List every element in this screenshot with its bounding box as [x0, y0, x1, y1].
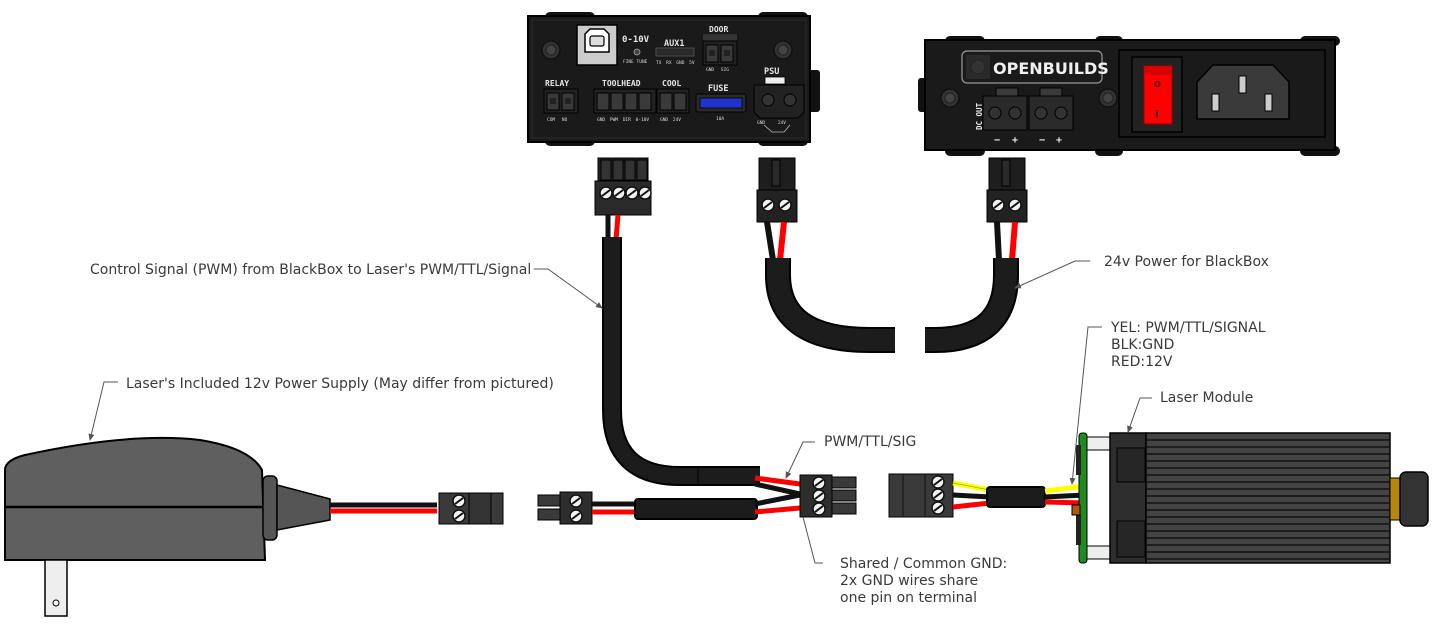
- label-relay-pins: COM NO: [547, 117, 568, 123]
- label-cool-pins: GND 24V: [660, 117, 681, 123]
- polarity-minus-2: −: [1039, 135, 1045, 146]
- label-psu: PSU: [764, 67, 779, 77]
- heatsink-fins: [1147, 439, 1389, 560]
- label-fuse-rating: 10A: [716, 116, 724, 122]
- splice-heatshrink: [634, 498, 758, 520]
- polarity-plus-1: +: [1012, 135, 1018, 146]
- dc-out-terminal-1: [982, 87, 1028, 131]
- annotation-control-signal: Control Signal (PWM) from BlackBox to La…: [90, 262, 531, 278]
- laser-3pin-socket: [888, 473, 954, 518]
- laser-12v-adapter: [4, 436, 331, 617]
- label-toolhead-pins: GND PWM DIR 0-10V: [597, 117, 649, 123]
- adapter-terminal-plug: [438, 492, 504, 525]
- splice-3pin-plug: [799, 474, 857, 518]
- openbuilds-power-supply: OPENBUILDS DC OUT − + − + O I: [918, 36, 1340, 156]
- door-terminal: [702, 40, 738, 66]
- label-cool: COOL: [662, 79, 681, 88]
- label-door-pins: GND SIG: [706, 67, 729, 73]
- switch-on-mark: I: [1155, 109, 1159, 120]
- polarity-minus-1: −: [994, 135, 1000, 146]
- blackbox-device: 0-10V FINE TUNE AUX1 TX RX GND 5V DOOR G…: [527, 12, 820, 146]
- cool-terminal: [656, 88, 690, 114]
- usb-b-port-icon: [576, 24, 618, 66]
- brand-text: OPENBUILDS: [993, 59, 1109, 78]
- mount-screw-icon: [1098, 88, 1118, 108]
- annotation-pwm-pin: PWM/TTL/SIG: [824, 434, 916, 450]
- annotation-laser-psu: Laser's Included 12v Power Supply (May d…: [126, 376, 554, 392]
- label-fuse: FUSE: [708, 84, 728, 94]
- label-relay: RELAY: [545, 79, 569, 88]
- label-toolhead: TOOLHEAD: [602, 79, 641, 88]
- leader-lines: [88, 260, 1152, 564]
- laser-heatshrink: [986, 486, 1046, 508]
- annotation-wire-red: RED:12V: [1111, 354, 1173, 370]
- plug-prong-icon: [44, 559, 68, 617]
- toolhead-terminal: [593, 88, 657, 114]
- annotation-shared-gnd-3: one pin on terminal: [840, 590, 977, 606]
- mount-screw-icon: [940, 88, 960, 108]
- annotation-wire-black: BLK:GND: [1111, 337, 1174, 353]
- laser-module: [1071, 432, 1429, 564]
- psu-input-terminal: [753, 84, 805, 119]
- annotation-shared-gnd-1: Shared / Common GND:: [840, 556, 1007, 572]
- annotation-shared-gnd-2: 2x GND wires share: [840, 573, 978, 589]
- label-0-10v: 0-10V: [622, 35, 650, 45]
- dc-out-terminal-2: [1028, 87, 1074, 131]
- aux1-header: [655, 47, 695, 57]
- label-door: DOOR: [709, 25, 728, 34]
- relay-terminal: [543, 88, 579, 114]
- openbuilds-logo: OPENBUILDS: [961, 50, 1109, 84]
- polarity-plus-2: +: [1056, 135, 1062, 146]
- toolhead-plug-4pin: [594, 157, 652, 216]
- label-dc-out: DC OUT: [975, 102, 984, 130]
- power-switch[interactable]: O I: [1131, 56, 1183, 133]
- mount-screw-icon: [541, 40, 561, 60]
- annotation-laser-module: Laser Module: [1160, 390, 1253, 406]
- splice-2pin-socket: [537, 491, 593, 525]
- signal-cable: [602, 237, 760, 486]
- label-psu-pins: GND 24V: [757, 120, 786, 126]
- switch-off-mark: O: [1154, 80, 1161, 89]
- annotation-24v-power: 24v Power for BlackBox: [1104, 254, 1269, 270]
- label-aux1: AUX1: [664, 39, 684, 49]
- iec-power-inlet-icon: [1196, 64, 1290, 120]
- fine-tune-knob-icon: [633, 48, 641, 56]
- mount-screw-icon: [773, 40, 793, 60]
- fuse-holder: [695, 93, 747, 113]
- annotation-wire-yellow: YEL: PWM/TTL/SIGNAL: [1110, 320, 1266, 336]
- label-aux1-pins: TX RX GND 5V: [656, 60, 695, 66]
- blackbox-power-plug: [756, 157, 798, 223]
- label-fine-tune: FINE TUNE: [623, 59, 648, 65]
- psu-output-plug: [986, 157, 1028, 223]
